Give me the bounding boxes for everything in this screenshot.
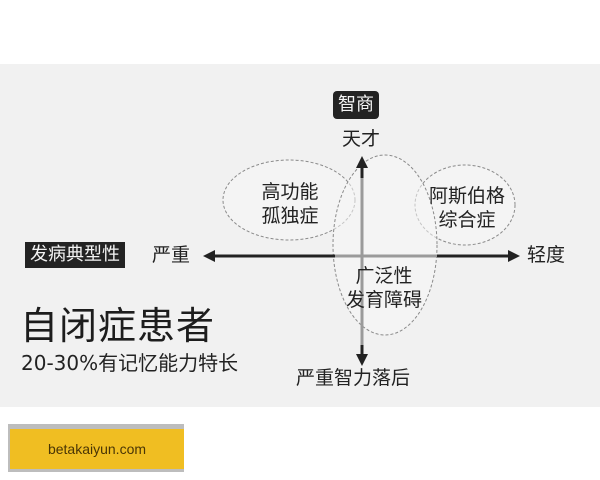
- region-pervasive-developmental-disorder: 广泛性 发育障碍: [342, 264, 426, 312]
- ellipse-pdd: [332, 154, 438, 336]
- x-axis-title-tag: 发病典型性: [25, 242, 125, 268]
- watermark-badge: betakaiyun.com: [8, 424, 184, 472]
- region-line: 高功能: [261, 181, 319, 203]
- y-axis-top-label: 天才: [342, 128, 381, 150]
- region-line: 广泛性: [355, 265, 413, 287]
- arrow-left-icon: [203, 250, 215, 262]
- region-high-functioning-autism: 高功能 孤独症: [252, 180, 328, 228]
- region-asperger-syndrome: 阿斯伯格 综合症: [425, 184, 509, 232]
- region-line: 综合症: [438, 209, 496, 231]
- arrow-up-icon: [356, 156, 368, 168]
- subheadline: 20-30%有记忆能力特长: [21, 351, 239, 375]
- y-axis-title-tag: 智商: [333, 91, 379, 119]
- region-line: 阿斯伯格: [428, 185, 505, 207]
- region-line: 孤独症: [261, 205, 319, 227]
- x-axis-right-label: 轻度: [527, 244, 566, 266]
- watermark-text: betakaiyun.com: [47, 441, 147, 457]
- arrow-right-icon: [508, 250, 520, 262]
- arrow-down-icon: [356, 354, 368, 366]
- headline: 自闭症患者: [20, 304, 216, 348]
- x-axis-left-label: 严重: [152, 244, 191, 266]
- y-axis-bottom-label: 严重智力落后: [296, 367, 411, 389]
- region-line: 发育障碍: [345, 289, 422, 311]
